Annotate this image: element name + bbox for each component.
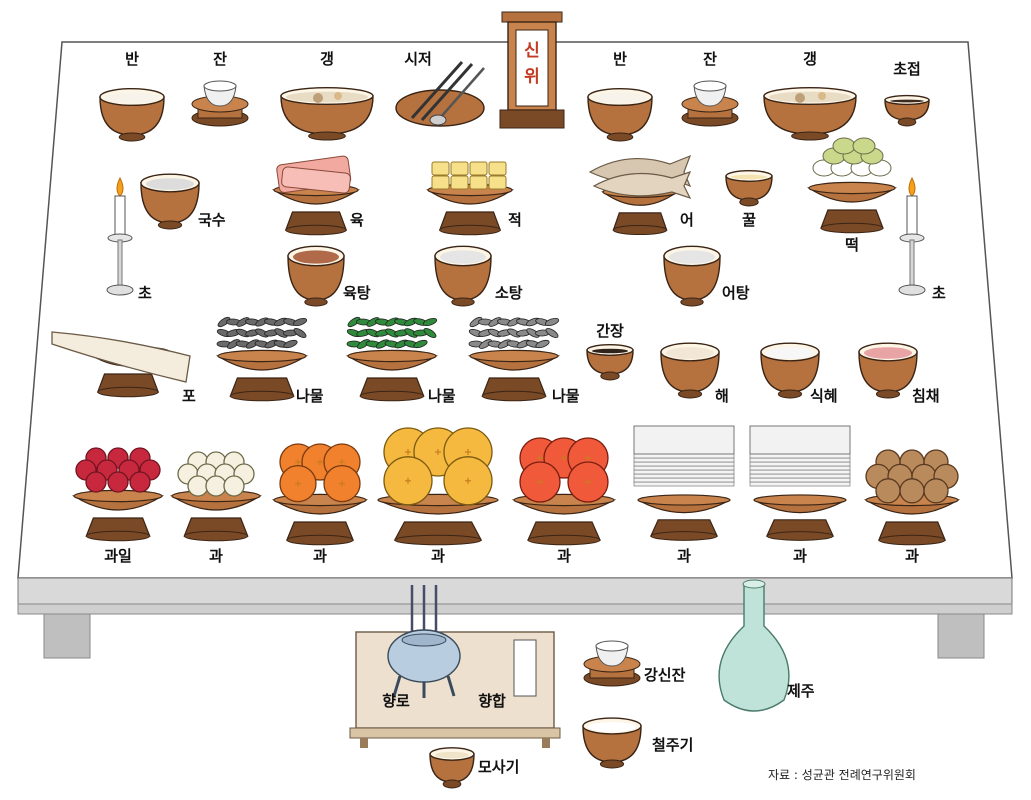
vinegar-soy-dish [884, 94, 930, 127]
namul-dish-2 [345, 316, 439, 402]
rice-cake-dish [806, 137, 898, 234]
rice-bowl-right [587, 87, 653, 142]
label-cup-right: 잔 [703, 50, 717, 68]
label-namul-1: 나물 [296, 387, 324, 405]
jerky-dish [51, 331, 191, 398]
label-spoon-chopsticks: 시저 [404, 50, 432, 68]
wine-cup-left [191, 80, 249, 127]
label-namul-3: 나물 [552, 387, 580, 405]
namul-dish-3 [467, 316, 561, 402]
label-ritual-wine: 제주 [787, 682, 815, 700]
tablet-char-1: 신 [524, 41, 540, 61]
label-candle-right: 초 [932, 284, 946, 302]
label-vinegar: 초접 [893, 60, 921, 78]
label-fish: 어 [680, 211, 694, 229]
fruit-pile-1 [75, 447, 161, 493]
label-beef-soup: 소탕 [495, 284, 523, 302]
kimchi-bowl [858, 342, 918, 399]
fruit-dish-1 [71, 489, 165, 542]
meat-dish [272, 155, 360, 236]
noodle-bowl [140, 173, 200, 230]
label-incense-box: 향합 [478, 692, 506, 710]
label-soup-right: 갱 [803, 50, 817, 68]
label-fruit-7: 과 [793, 547, 807, 565]
fruit-pile-5 [519, 437, 609, 503]
spirit-tablet [499, 11, 565, 129]
fruit-pile-8 [865, 449, 959, 504]
label-gangsin-cup: 강신잔 [644, 666, 686, 684]
label-rice-cake: 떡 [845, 236, 859, 254]
ritual-wine-bottle [718, 579, 790, 712]
mosagi-bowl [429, 747, 475, 789]
incense-stand [349, 585, 561, 748]
label-cheoljugi: 철주기 [652, 736, 694, 754]
beef-soup-bowl [434, 245, 492, 307]
jeok-dish [426, 161, 514, 236]
soup-bowl-left [280, 86, 374, 141]
label-meat: 육 [350, 211, 364, 229]
hangwa-stack-2 [749, 425, 851, 541]
label-fruit-8: 과 [905, 547, 919, 565]
label-rice-left: 반 [125, 50, 139, 68]
namul-dish-1 [215, 316, 309, 402]
source-credit: 자료 : 성균관 전례연구위원회 [768, 768, 916, 782]
label-fruit-4: 과 [431, 547, 445, 565]
label-jerky: 포 [182, 387, 196, 405]
label-pickled-fish: 해 [715, 387, 729, 405]
tablet-char-2: 위 [524, 67, 540, 87]
label-mosagi: 모사기 [478, 758, 520, 776]
label-candle-left: 초 [138, 284, 152, 302]
label-honey: 꿀 [742, 211, 756, 229]
label-rice-right: 반 [613, 50, 627, 68]
label-fruit-3: 과 [313, 547, 327, 565]
label-fruit-2: 과 [209, 547, 223, 565]
meat-soup-bowl [287, 245, 345, 307]
incense-burner [387, 585, 461, 698]
label-sikhye: 식혜 [810, 387, 838, 405]
fruit-pile-2 [177, 451, 255, 497]
fish-soup-bowl [663, 245, 721, 307]
pickled-fish-bowl [660, 342, 720, 399]
label-fruit-5: 과 [557, 547, 571, 565]
candle-right [898, 176, 926, 296]
hangwa-stack-1 [633, 425, 735, 541]
label-namul-2: 나물 [428, 387, 456, 405]
label-fruit-6: 과 [677, 547, 691, 565]
label-incense-burner: 향로 [382, 692, 410, 710]
honey-bowl [725, 170, 773, 207]
label-cup-left: 잔 [213, 50, 227, 68]
sikhye-bowl [760, 342, 820, 399]
label-fruit-1: 과일 [104, 547, 132, 565]
label-meat-soup: 육탕 [343, 284, 371, 302]
label-soy-sauce: 간장 [596, 322, 624, 340]
fruit-pile-3 [279, 443, 361, 503]
spoon-chopsticks-dish [395, 61, 485, 127]
wine-cup-right [681, 80, 739, 127]
candle-left [106, 176, 134, 296]
label-soup-left: 갱 [320, 50, 334, 68]
soup-bowl-right [763, 86, 857, 141]
label-jeok: 적 [508, 211, 522, 229]
gangsin-cup [583, 640, 641, 687]
soy-sauce-dish [586, 344, 634, 381]
fruit-dish-3 [271, 493, 369, 546]
label-kimchi: 침채 [912, 387, 940, 405]
fruit-pile-4 [383, 427, 493, 506]
fish-dish [588, 154, 692, 236]
rice-bowl-left [99, 87, 165, 142]
cheoljugi-bowl [582, 717, 642, 769]
label-noodle: 국수 [198, 211, 226, 229]
label-fish-soup: 어탕 [722, 284, 750, 302]
